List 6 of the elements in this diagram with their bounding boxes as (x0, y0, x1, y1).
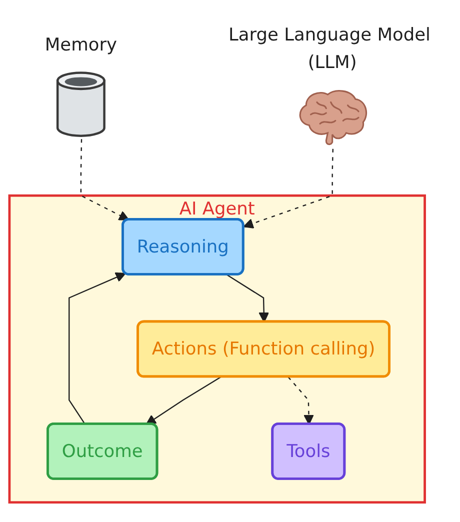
arrow (68, 272, 126, 425)
arrow (243, 148, 334, 229)
arrow (146, 376, 222, 425)
arrow (226, 274, 270, 323)
arrow (288, 376, 314, 425)
arrow (80, 139, 130, 220)
